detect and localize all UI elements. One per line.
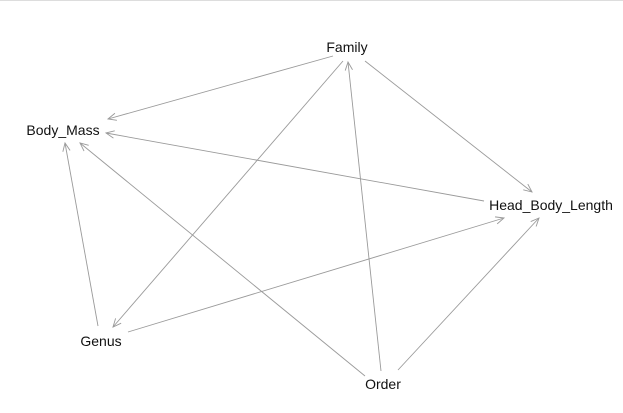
edge-line: [364, 60, 533, 193]
edge-family-to-body-mass: [106, 55, 334, 121]
edge-genus-to-body-mass: [62, 141, 99, 327]
edge-line: [127, 217, 505, 333]
edge-line: [347, 61, 382, 372]
edge-line: [112, 60, 344, 328]
edge-family-to-genus: [112, 60, 344, 328]
arrowhead: [495, 216, 506, 225]
edge-line: [107, 55, 334, 120]
edge-order-to-head-body-length: [397, 217, 540, 371]
node-order[interactable]: Order: [365, 376, 401, 392]
edge-genus-to-head-body-length: [127, 216, 506, 333]
top-border: [0, 0, 623, 1]
edge-head-body-length-to-body-mass: [104, 130, 485, 202]
arrowhead: [106, 112, 117, 121]
arrowhead: [62, 141, 71, 152]
edge-order-to-family: [344, 60, 382, 372]
edge-line: [79, 142, 366, 377]
edge-line: [64, 142, 99, 327]
labels-group: Family Body_Mass Head_Body_Length Genus …: [26, 39, 612, 392]
edges-group: [62, 55, 540, 377]
edge-line: [397, 217, 540, 371]
edge-family-to-head-body-length: [364, 60, 533, 193]
node-body-mass[interactable]: Body_Mass: [26, 122, 99, 138]
arrowhead: [530, 217, 540, 227]
arrowhead: [79, 142, 89, 152]
arrowhead: [104, 130, 115, 139]
node-genus[interactable]: Genus: [80, 333, 121, 349]
arrowhead: [344, 60, 353, 71]
node-head-body-length[interactable]: Head_Body_Length: [489, 197, 613, 213]
arrowhead: [112, 318, 122, 328]
arrowhead: [523, 183, 533, 193]
edge-order-to-body-mass: [79, 142, 366, 377]
node-family[interactable]: Family: [326, 39, 367, 55]
edge-line: [105, 132, 485, 202]
